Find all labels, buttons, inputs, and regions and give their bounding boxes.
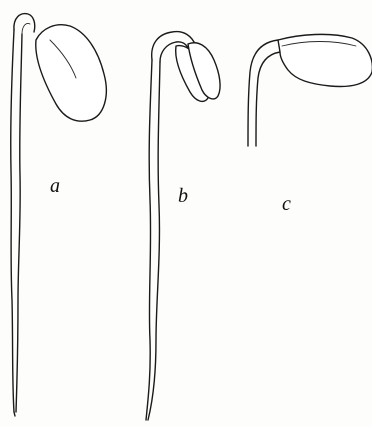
seedling-a <box>11 14 107 416</box>
seedling-c-cotyledon <box>278 34 372 86</box>
seedling-c-stem-left <box>248 40 278 146</box>
seedling-a-stem-left <box>11 30 14 412</box>
seedling-b-stem-left <box>146 60 152 420</box>
figure-label-c: c <box>282 194 291 214</box>
seedling-a-stem-right <box>16 34 22 412</box>
seedling-c <box>248 34 372 146</box>
figure-label-a: a <box>50 176 60 196</box>
figure-label-b: b <box>178 186 188 206</box>
seedling-c-stem-right <box>256 52 280 146</box>
seedling-b <box>146 32 220 420</box>
seedling-a-root-tip <box>14 412 15 416</box>
seedling-a-cotyledon <box>36 25 107 121</box>
seedling-a-hook-inner <box>22 23 30 34</box>
seedling-a-hook <box>14 14 35 32</box>
